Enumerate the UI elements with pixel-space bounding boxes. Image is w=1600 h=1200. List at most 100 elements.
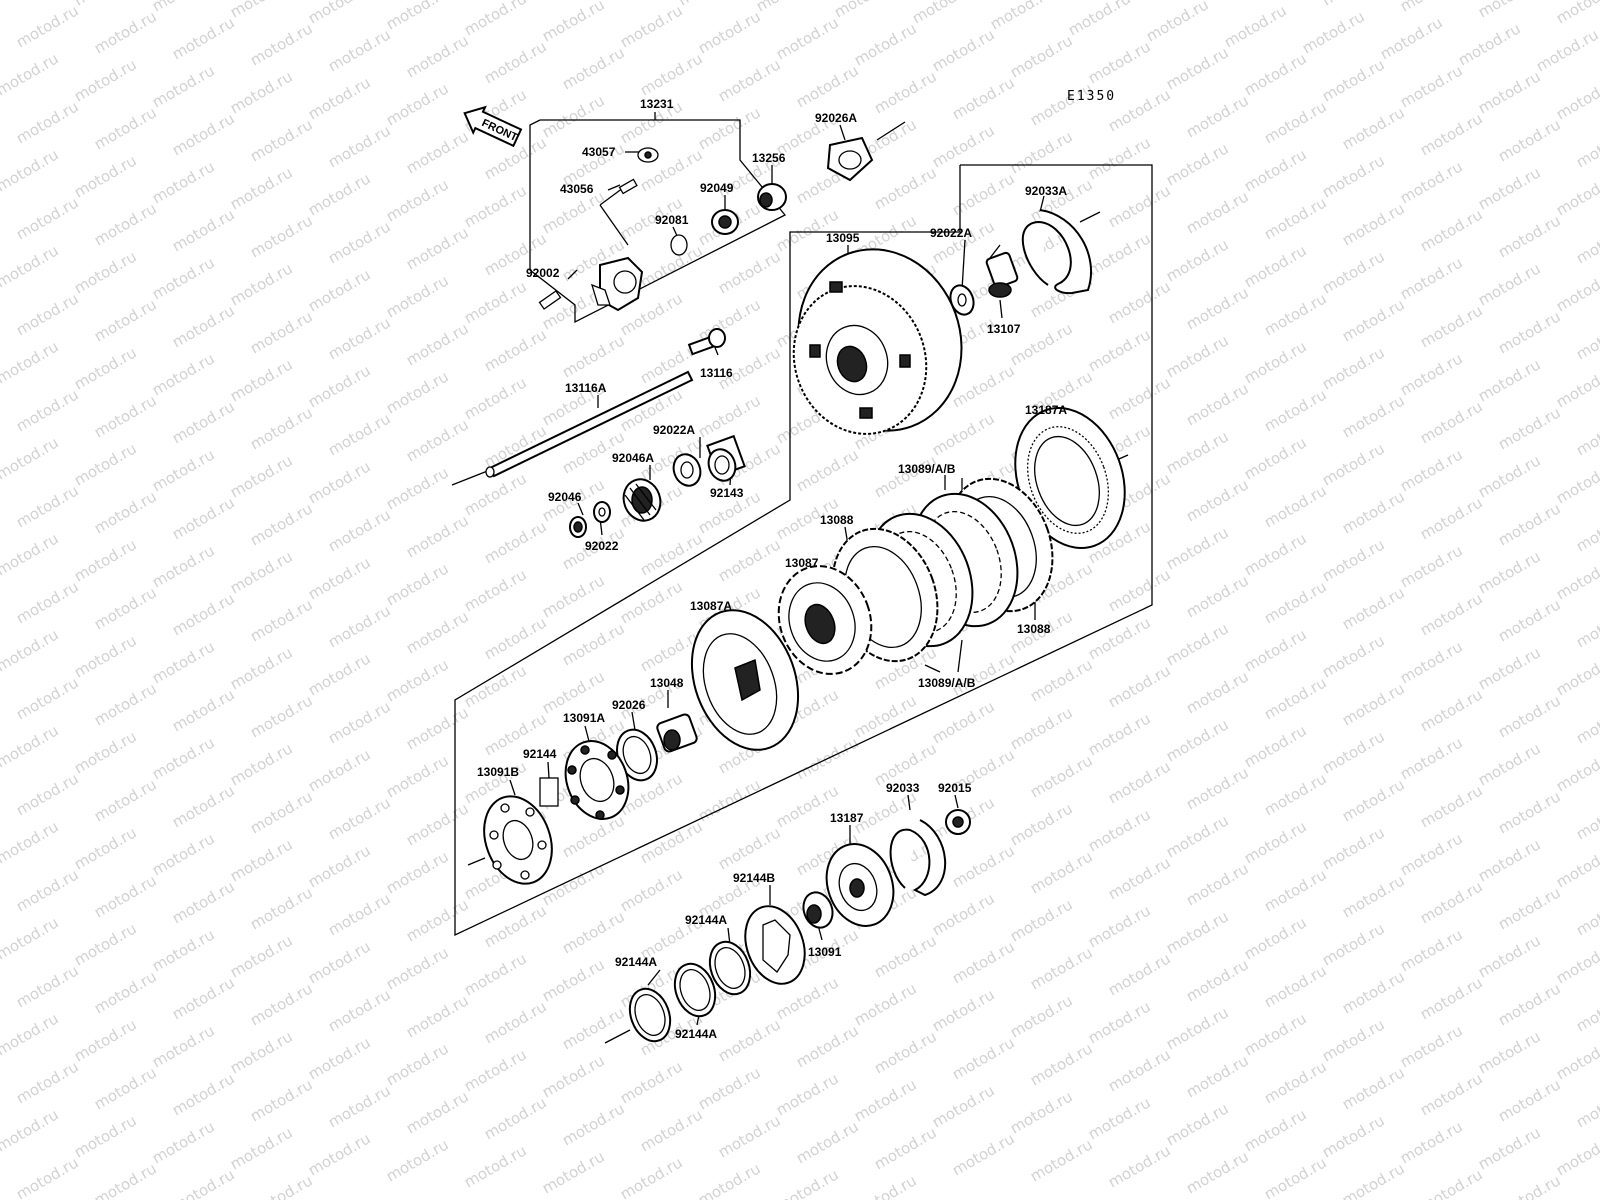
- watermark-text: motod.ru: [1475, 1027, 1544, 1077]
- watermark-text: motod.ru: [715, 535, 784, 585]
- watermark-text: motod.ru: [1183, 379, 1252, 429]
- label-43056: 43056: [560, 182, 594, 196]
- watermark-text: motod.ru: [871, 67, 940, 117]
- watermark-text: motod.ru: [559, 619, 628, 669]
- part-92015: [945, 809, 971, 835]
- watermark-text: motod.ru: [1241, 1105, 1310, 1155]
- watermark-text: motod.ru: [539, 1147, 608, 1197]
- watermark-text: motod.ru: [305, 1033, 374, 1083]
- part-13087A: [690, 609, 800, 751]
- watermark-text: motod.ru: [1221, 1, 1290, 51]
- watermark-text: motod.ru: [1027, 655, 1096, 705]
- part-92022A-top: [949, 284, 975, 316]
- part-92046: [569, 516, 587, 538]
- watermark-text: motod.ru: [1241, 337, 1310, 387]
- watermark-text: motod.ru: [1241, 721, 1310, 771]
- watermark-text: motod.ru: [1553, 1129, 1600, 1179]
- part-43056: [618, 178, 638, 195]
- watermark-text: motod.ru: [1573, 121, 1600, 171]
- watermark-text: motod.ru: [0, 1105, 62, 1155]
- watermark-text: motod.ru: [1007, 799, 1076, 849]
- watermark-text: motod.ru: [169, 685, 238, 735]
- watermark-text: motod.ru: [1085, 1093, 1154, 1143]
- watermark-text: motod.ru: [1241, 433, 1310, 483]
- watermark-text: motod.ru: [715, 55, 784, 105]
- watermark-text: motod.ru: [13, 1057, 82, 1107]
- watermark-text: motod.ru: [1027, 943, 1096, 993]
- watermark-text: motod.ru: [1085, 709, 1154, 759]
- watermark-text: motod.ru: [403, 319, 472, 369]
- watermark-text: motod.ru: [149, 61, 218, 111]
- watermark-text: motod.ru: [461, 277, 530, 327]
- watermark-text: motod.ru: [1553, 0, 1600, 27]
- part-13187: [825, 843, 895, 927]
- watermark-text: motod.ru: [1261, 673, 1330, 723]
- watermark-text: motod.ru: [169, 109, 238, 159]
- watermark-text: motod.ru: [1553, 265, 1600, 315]
- part-13091: [802, 891, 834, 929]
- watermark-text: motod.ru: [1553, 745, 1600, 795]
- watermark-text: motod.ru: [1495, 403, 1564, 453]
- watermark-text: motod.ru: [949, 841, 1018, 891]
- watermark-text: motod.ru: [1105, 661, 1174, 711]
- watermark-text: motod.ru: [461, 373, 530, 423]
- part-92144B: [744, 905, 806, 985]
- watermark-text: motod.ru: [715, 247, 784, 297]
- watermark-text: motod.ru: [1397, 445, 1466, 495]
- watermark-text: motod.ru: [325, 313, 394, 363]
- watermark-text: motod.ru: [793, 61, 862, 111]
- watermark-text: motod.ru: [1339, 295, 1408, 345]
- watermark-text: motod.ru: [1417, 973, 1486, 1023]
- watermark-text: motod.ru: [1553, 73, 1600, 123]
- watermark-text: motod.ru: [597, 0, 666, 3]
- watermark-text: motod.ru: [149, 349, 218, 399]
- watermark-text: motod.ru: [1573, 1081, 1600, 1131]
- watermark-text: motod.ru: [1339, 1063, 1408, 1113]
- watermark-text: motod.ru: [1553, 1033, 1600, 1083]
- label-13187: 13187: [830, 811, 864, 825]
- part-13107: [985, 251, 1019, 298]
- watermark-text: motod.ru: [1241, 49, 1310, 99]
- watermark-text: motod.ru: [1495, 691, 1564, 741]
- label-92002: 92002: [526, 266, 560, 280]
- watermark-text: motod.ru: [539, 955, 608, 1005]
- label-92144B: 92144B: [733, 871, 775, 885]
- watermark-text: motod.ru: [403, 895, 472, 945]
- watermark-text: motod.ru: [1397, 829, 1466, 879]
- watermark-text: motod.ru: [1105, 565, 1174, 615]
- assembly-outline-13231: [529, 119, 787, 324]
- watermark-text: motod.ru: [1573, 217, 1600, 267]
- watermark-text: motod.ru: [13, 577, 82, 627]
- watermark-text: motod.ru: [1417, 781, 1486, 831]
- watermark-text: motod.ru: [325, 217, 394, 267]
- watermark-text: motod.ru: [1319, 727, 1388, 777]
- watermark-text: motod.ru: [325, 25, 394, 75]
- watermark-text: motod.ru: [1007, 31, 1076, 81]
- watermark-text: motod.ru: [1105, 757, 1174, 807]
- watermark-text: motod.ru: [1319, 919, 1388, 969]
- watermark-text: motod.ru: [1475, 643, 1544, 693]
- watermark-text: motod.ru: [1339, 1159, 1408, 1200]
- part-92144: [539, 777, 559, 807]
- watermark-text: motod.ru: [695, 1063, 764, 1113]
- watermark-text: motod.ru: [481, 901, 550, 951]
- watermark-text: motod.ru: [305, 553, 374, 603]
- watermark-text: motod.ru: [1495, 595, 1564, 645]
- watermark-text: motod.ru: [1261, 961, 1330, 1011]
- watermark-text: motod.ru: [1163, 619, 1232, 669]
- watermark-text: motod.ru: [637, 817, 706, 867]
- watermark-text: motod.ru: [169, 205, 238, 255]
- watermark-text: motod.ru: [1417, 1069, 1486, 1119]
- watermark-text: motod.ru: [71, 631, 140, 681]
- assembly-outline-clutch: [454, 164, 1153, 937]
- watermark-text: motod.ru: [1163, 523, 1232, 573]
- part-92081: [670, 234, 688, 256]
- watermark-text: motod.ru: [169, 13, 238, 63]
- watermark-text: motod.ru: [1553, 457, 1600, 507]
- watermark-text: motod.ru: [481, 1093, 550, 1143]
- watermark-text: motod.ru: [1573, 697, 1600, 747]
- watermark-text: motod.ru: [325, 1081, 394, 1131]
- watermark-text: motod.ru: [1261, 481, 1330, 531]
- watermark-text: motod.ru: [227, 643, 296, 693]
- watermark-text: motod.ru: [0, 721, 62, 771]
